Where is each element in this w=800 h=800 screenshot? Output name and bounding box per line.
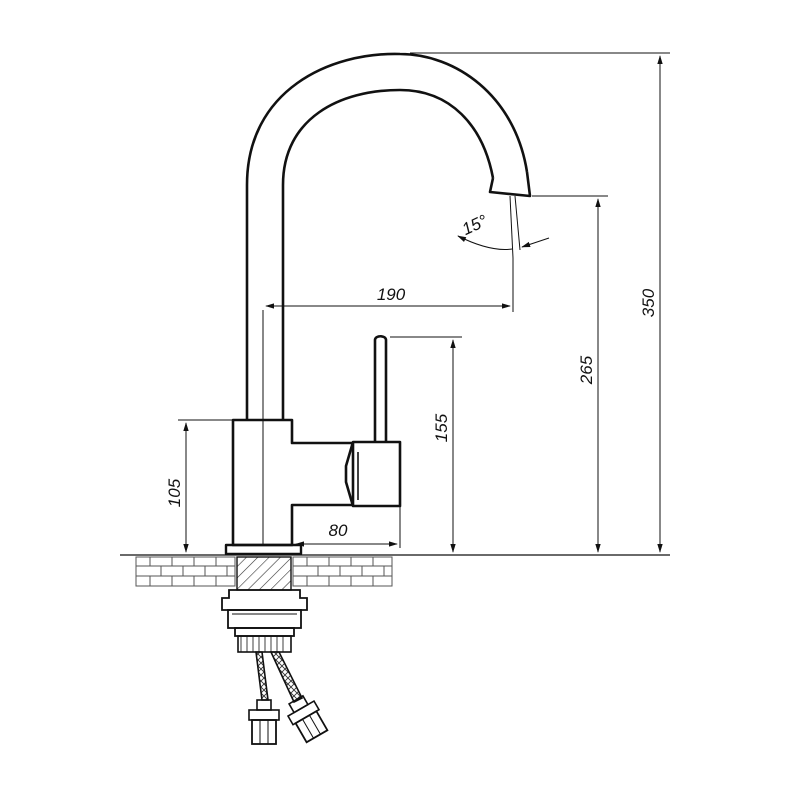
spout (245, 52, 532, 420)
lever-handle (344, 334, 402, 508)
spout-outer (245, 52, 529, 420)
label-lever-height: 155 (432, 413, 451, 442)
label-total-height: 350 (639, 288, 658, 317)
supply-hose-left (248, 651, 280, 745)
countertop-brick-left (135, 556, 236, 587)
dim-arc-angle (457, 235, 513, 250)
spout-tip (488, 171, 532, 198)
supply-hose-right (269, 651, 329, 744)
spout-inner (281, 88, 495, 420)
base-flange (224, 543, 303, 556)
label-angle: 15° (459, 211, 491, 239)
threaded-shank (237, 635, 292, 653)
cartridge-housing (344, 440, 402, 508)
mounting-nut (221, 589, 308, 637)
mounting-stud-section (236, 556, 292, 591)
label-body-height: 105 (165, 478, 184, 507)
label-spout-reach: 190 (377, 285, 406, 304)
countertop (120, 554, 670, 591)
dimension-lines (120, 52, 670, 556)
label-spout-height: 265 (577, 355, 596, 385)
lever-stem (373, 334, 388, 442)
label-lever-reach: 80 (329, 521, 348, 540)
countertop-brick-right (292, 556, 393, 587)
